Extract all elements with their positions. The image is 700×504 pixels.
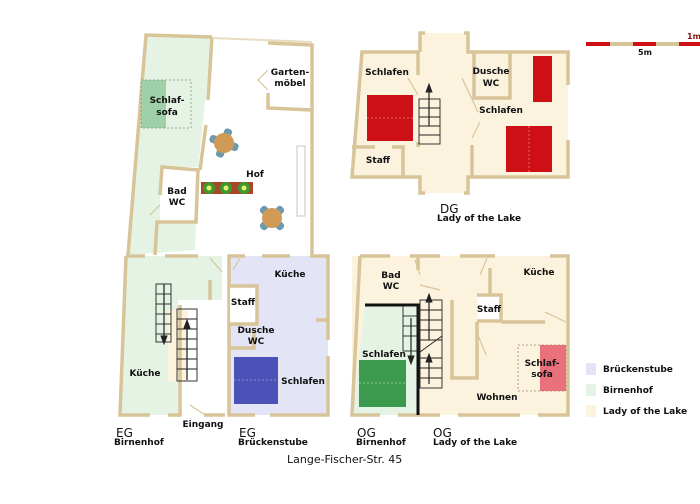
og (350, 254, 570, 417)
room-label: Schlaf-sofa (525, 359, 560, 380)
room-label: Küche (129, 369, 160, 379)
floor-name: Brückenstube (238, 438, 308, 448)
room-label: Staff (231, 298, 256, 308)
legend-label: Lady of the Lake (603, 407, 687, 417)
legend-label: Brückenstube (603, 365, 673, 375)
room-label: Schlafen (362, 350, 406, 360)
scale-1m-label: 1m (687, 32, 700, 41)
room-label: Staff (366, 156, 391, 166)
room-label: Hof (246, 170, 264, 180)
room-label: Küche (523, 268, 554, 278)
dg-lady-of-the-lake (350, 31, 570, 195)
bed-red (367, 95, 413, 141)
room-label: Schlafen (281, 377, 325, 387)
room-label: Wohnen (476, 393, 517, 403)
sofa-pink (540, 345, 566, 391)
address-title: Lange-Fischer-Str. 45 (287, 453, 402, 466)
floor-name: Birnenhof (356, 438, 406, 448)
legend-swatch (586, 363, 596, 375)
eg-brueckenstube (227, 254, 330, 417)
legend-label: Birnenhof (603, 386, 653, 396)
room-label: Garten-möbel (271, 68, 310, 89)
floor-level: EG (239, 426, 256, 440)
room-label: Schlafen (365, 68, 409, 78)
staircase-icon (155, 283, 198, 382)
floor-name: Birnenhof (114, 438, 164, 448)
floor-level: OG (433, 426, 452, 440)
bed-red (533, 56, 552, 102)
floor-name: Lady of the Lake (437, 214, 521, 224)
legend-swatch (586, 405, 596, 417)
room-label: Eingang (182, 420, 223, 430)
floor-name: Lady of the Lake (433, 438, 517, 448)
room-label: Staff (477, 305, 502, 315)
staircase-icon (418, 82, 441, 145)
scale-bar: 1m 5m (586, 32, 700, 57)
table-chairs-icon (259, 205, 285, 231)
legend: Brückenstube Birnenhof Lady of the Lake (586, 363, 687, 417)
bed-green (359, 360, 406, 407)
floor-level: DG (440, 202, 459, 216)
floor-level: EG (116, 426, 133, 440)
floor-level: OG (357, 426, 376, 440)
scale-5m-label: 5m (638, 48, 652, 57)
table-chairs-icon (209, 128, 239, 158)
hof-area (126, 33, 314, 256)
bench-icon (296, 145, 306, 217)
legend-swatch (586, 384, 596, 396)
room-label: Schlafen (479, 106, 523, 116)
room-label: Schlaf-sofa (150, 96, 185, 118)
staircase-icon (402, 292, 443, 389)
room-label: Küche (274, 270, 305, 280)
floor-labels: EG Birnenhof EG Brückenstube OG Birnenho… (114, 202, 521, 448)
bed-blue (234, 357, 278, 404)
eg-birnenhof (118, 254, 225, 417)
sofa-green (141, 80, 166, 128)
bed-red (506, 126, 552, 172)
planter-icon (201, 182, 253, 194)
